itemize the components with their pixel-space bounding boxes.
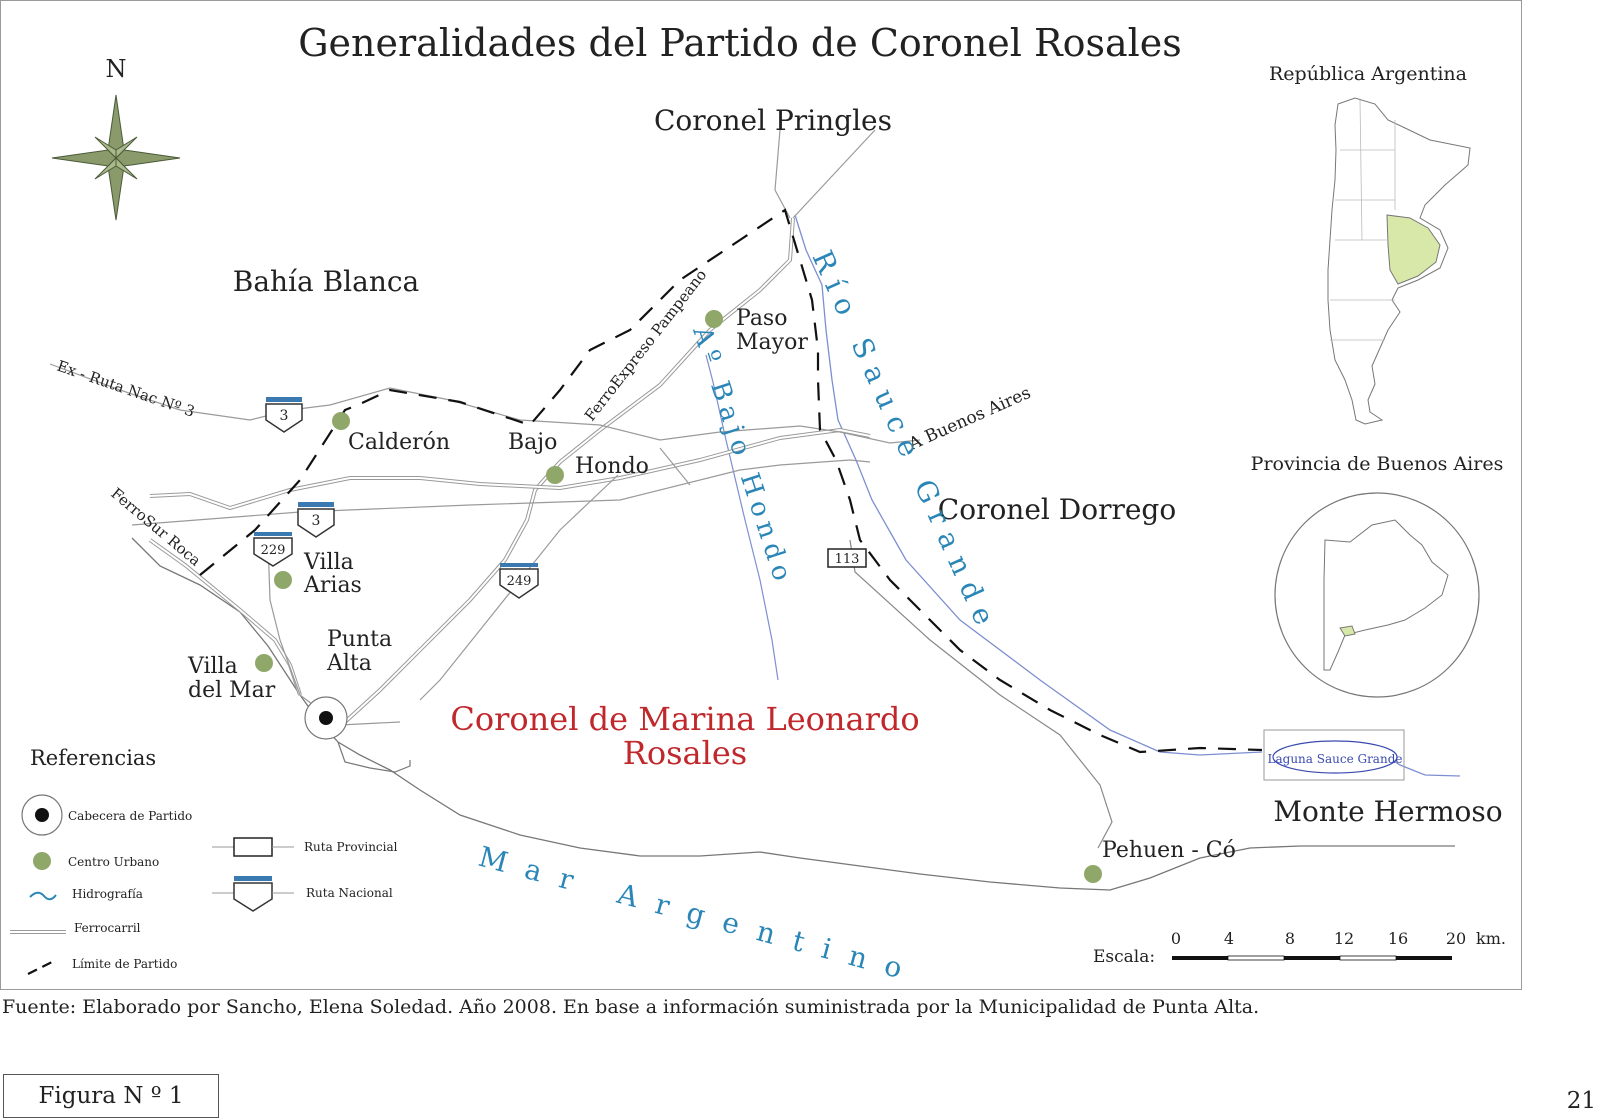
inset-buenos-aires: Provincia de Buenos Aires	[1251, 453, 1504, 698]
legend-limite-icon	[27, 959, 57, 975]
label-punta-alta-1: Punta	[327, 627, 392, 652]
town-dot-villa-del-mar	[255, 654, 273, 672]
label-villa-arias-2: Arias	[303, 573, 362, 598]
legend-centro-label: Centro Urbano	[68, 855, 159, 869]
legend-limite-label: Límite de Partido	[72, 957, 177, 971]
label-paso: Paso	[736, 306, 787, 331]
scale-tick-16: 16	[1388, 929, 1408, 948]
route-3-south-shield: 3	[297, 502, 335, 538]
legend-hidro-label: Hidrografía	[72, 887, 143, 901]
town-dot-bajo-hondo	[546, 466, 564, 484]
label-pehuen-co: Pehuen - Có	[1102, 838, 1236, 863]
scale-tick-0: 0	[1171, 929, 1181, 948]
town-dot-calderon	[332, 412, 350, 430]
arroyo-bajo-hondo-line	[705, 354, 779, 681]
svg-text:3: 3	[312, 513, 321, 529]
page-number: 21	[1566, 1088, 1596, 1114]
bay-inlet	[337, 741, 411, 773]
map-title: Generalidades del Partido de Coronel Ros…	[298, 21, 1182, 65]
label-bahia-blanca: Bahía Blanca	[233, 265, 419, 298]
svg-text:3: 3	[280, 408, 289, 424]
town-dot-villa-arias	[274, 571, 292, 589]
label-villa-del-mar-2: del Mar	[188, 678, 276, 703]
legend-ruta-prov-label: Ruta Provincial	[304, 840, 398, 854]
scale-unit: km.	[1476, 929, 1506, 948]
scale-label: Escala:	[1093, 947, 1155, 967]
route-113-shield: 113	[827, 548, 867, 568]
legend-ruta-nac-label: Ruta Nacional	[306, 886, 393, 900]
legend-ferro-label: Ferrocarril	[74, 921, 141, 935]
scale-tick-4: 4	[1224, 929, 1234, 948]
label-villa-del-mar-1: Villa	[187, 654, 238, 679]
label-partido-line2: Rosales	[623, 734, 747, 772]
coastline	[131, 537, 1455, 891]
label-mayor: Mayor	[736, 330, 808, 355]
svg-text:249: 249	[507, 574, 532, 589]
legend-ruta-nac-icon	[212, 876, 294, 912]
label-mar-argentino: Mar Argentino	[475, 840, 924, 990]
svg-text:229: 229	[261, 543, 286, 558]
figure-label: Figura N º 1	[3, 1074, 219, 1118]
laguna-sauce-grande	[1272, 740, 1398, 774]
label-villa-arias-1: Villa	[303, 550, 354, 575]
rio-sauce-grande-line	[794, 214, 1263, 756]
inner-boundary-line	[849, 539, 1113, 849]
partido-boundary	[199, 208, 1263, 754]
cabecera-punta-alta	[304, 696, 348, 740]
source-caption: Fuente: Elaborado por Sancho, Elena Sole…	[2, 996, 1260, 1018]
map-frame	[0, 0, 1522, 990]
label-rio-sauce-grande: Río Sauce Grande	[806, 245, 1005, 638]
legend-cabecera-label: Cabecera de Partido	[68, 809, 192, 823]
scale-tick-8: 8	[1285, 929, 1295, 948]
label-punta-alta-2: Alta	[326, 651, 372, 676]
label-coronel-pringles: Coronel Pringles	[654, 104, 892, 137]
north-label: N	[106, 55, 127, 83]
laguna-label: Laguna Sauce Grande	[1268, 752, 1403, 766]
label-coronel-dorrego: Coronel Dorrego	[938, 493, 1176, 526]
label-partido-line1: Coronel de Marina Leonardo	[450, 700, 919, 738]
town-dot-paso-mayor	[705, 310, 723, 328]
town-dot-pehuen-co	[1084, 865, 1102, 883]
label-monte-hermoso: Monte Hermoso	[1273, 795, 1502, 828]
scale-tick-20: 20	[1446, 929, 1466, 948]
legend-centro-icon	[33, 852, 51, 870]
legend-hidro-icon	[29, 891, 57, 901]
svg-text:República Argentina: República Argentina	[1269, 63, 1467, 85]
legend-ruta-prov-icon	[212, 837, 294, 857]
legend-title: Referencias	[30, 746, 156, 770]
label-bajo: Bajo	[508, 430, 557, 455]
label-hondo: Hondo	[575, 454, 649, 479]
label-ex-ruta-3: Ex - Ruta Nac Nº 3	[55, 357, 197, 421]
compass-rose-icon: N	[51, 55, 181, 221]
map-canvas: Generalidades del Partido de Coronel Ros…	[10, 21, 1506, 990]
inset-argentina: República Argentina	[1269, 63, 1471, 425]
route-3-north-shield: 3	[265, 397, 303, 433]
legend-cabecera-icon	[21, 794, 63, 836]
label-arroyo-bajo-hondo: Aº Bajo Hondo	[686, 322, 799, 590]
laguna-frame	[1263, 729, 1405, 781]
roads	[49, 129, 921, 726]
label-calderon: Calderón	[348, 430, 450, 455]
scale-bar	[1172, 955, 1452, 961]
svg-text:113: 113	[835, 552, 860, 567]
route-229-shield: 229	[253, 532, 293, 567]
scale-tick-12: 12	[1334, 929, 1354, 948]
route-249-shield: 249	[499, 563, 539, 599]
svg-text:Provincia de Buenos Aires: Provincia de Buenos Aires	[1251, 453, 1504, 475]
